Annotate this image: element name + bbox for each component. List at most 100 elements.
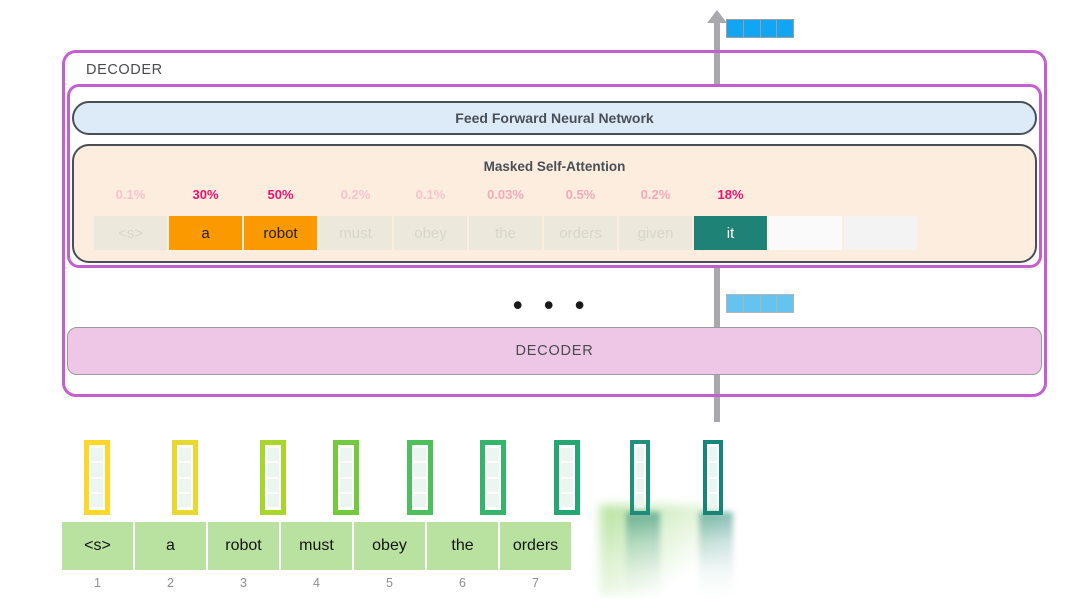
- attention-percentage: 0.1%: [115, 187, 146, 202]
- embedding-cell: [340, 448, 352, 462]
- decoder-outer-frame: [62, 50, 1047, 397]
- attention-token[interactable]: it: [694, 216, 767, 250]
- position-index: 4: [313, 576, 320, 590]
- masked-self-attention-label: Masked Self-Attention: [483, 159, 626, 174]
- embedding-cell: [561, 478, 573, 492]
- attention-token-empty: [844, 216, 917, 250]
- attention-percentage: 0.1%: [415, 187, 446, 202]
- embedding-cell: [709, 447, 717, 461]
- embedding-cell: [487, 463, 499, 477]
- embedding-vector: [260, 440, 286, 515]
- input-word[interactable]: a: [135, 522, 206, 570]
- input-word[interactable]: the: [427, 522, 498, 570]
- embedding-cell: [561, 448, 573, 462]
- attention-token[interactable]: the: [469, 216, 542, 250]
- attention-percentage: 50%: [267, 187, 294, 202]
- attention-token[interactable]: must: [319, 216, 392, 250]
- embedding-vector: [172, 440, 198, 515]
- embedding-cell: [414, 463, 426, 477]
- attention-token[interactable]: orders: [544, 216, 617, 250]
- input-word[interactable]: orders: [500, 522, 571, 570]
- embedding-cell: [340, 478, 352, 492]
- attention-token-empty: [769, 216, 842, 250]
- vector-cell: [727, 295, 743, 312]
- vector-cell: [760, 295, 777, 312]
- embedding-cell: [414, 478, 426, 492]
- vector-cell: [743, 20, 760, 37]
- embedding-cell: [267, 493, 279, 507]
- attention-token[interactable]: a: [169, 216, 242, 250]
- position-index: 3: [240, 576, 247, 590]
- embedding-cell: [267, 448, 279, 462]
- embedding-cell: [267, 463, 279, 477]
- embedding-cell: [340, 493, 352, 507]
- embedding-cell: [709, 494, 717, 508]
- vector-cell: [777, 20, 793, 37]
- attention-token[interactable]: given: [619, 216, 692, 250]
- output-vector-final: [726, 19, 794, 38]
- feed-forward-label: Feed Forward Neural Network: [455, 110, 654, 126]
- embedding-cell: [709, 478, 717, 493]
- token-glow-teal: [699, 512, 733, 596]
- embedding-vector: [703, 440, 723, 515]
- embedding-cell: [561, 493, 573, 507]
- attention-percentage: 0.5%: [565, 187, 596, 202]
- attention-token[interactable]: obey: [394, 216, 467, 250]
- embedding-cell: [561, 463, 573, 477]
- embedding-vector: [480, 440, 506, 515]
- embedding-cell: [709, 462, 717, 477]
- attention-token[interactable]: robot: [244, 216, 317, 250]
- embedding-cell: [179, 493, 191, 507]
- embedding-cell: [636, 494, 644, 508]
- input-word[interactable]: <s>: [62, 522, 133, 570]
- position-index: 6: [459, 576, 466, 590]
- embedding-cell: [414, 493, 426, 507]
- embedding-cell: [267, 478, 279, 492]
- embedding-vector: [630, 440, 650, 515]
- embedding-cell: [487, 448, 499, 462]
- output-vector-intermediate: [726, 294, 794, 313]
- embedding-cell: [91, 478, 103, 492]
- embedding-cell: [179, 448, 191, 462]
- attention-percentage: 18%: [717, 187, 744, 202]
- embedding-vector: [84, 440, 110, 515]
- embedding-cell: [636, 462, 644, 477]
- input-word-row: <s> a robot must obey the orders: [62, 522, 627, 570]
- token-glow-teal: [626, 512, 660, 596]
- embedding-cell: [487, 493, 499, 507]
- input-word[interactable]: obey: [354, 522, 425, 570]
- embedding-vector: [333, 440, 359, 515]
- vector-cell: [760, 20, 777, 37]
- attention-percentage: 0.2%: [340, 187, 371, 202]
- attention-percentage: 30%: [192, 187, 219, 202]
- position-index: 5: [386, 576, 393, 590]
- input-word[interactable]: robot: [208, 522, 279, 570]
- vector-cell: [727, 20, 743, 37]
- embedding-cell: [636, 447, 644, 461]
- decoder-outer-label: DECODER: [86, 62, 163, 78]
- decoder-lower-block: DECODER: [67, 327, 1042, 375]
- attention-percentage: 0.2%: [640, 187, 671, 202]
- stacked-layers-ellipsis: • • •: [513, 290, 592, 320]
- embedding-cell: [91, 448, 103, 462]
- position-index: 7: [532, 576, 539, 590]
- attention-percentage-row: 0.1% 30% 50% 0.2% 0.1% 0.03% 0.5% 0.2% 1…: [94, 187, 1019, 207]
- embedding-cell: [179, 463, 191, 477]
- position-index: 1: [94, 576, 101, 590]
- position-index: 2: [167, 576, 174, 590]
- embedding-cell: [91, 463, 103, 477]
- vector-cell: [777, 295, 793, 312]
- position-index-row: 1 2 3 4 5 6 7: [62, 576, 627, 594]
- embedding-cell: [636, 478, 644, 493]
- embedding-cell: [179, 478, 191, 492]
- embedding-vector: [407, 440, 433, 515]
- embedding-cell: [414, 448, 426, 462]
- input-word[interactable]: must: [281, 522, 352, 570]
- attention-percentage: 0.03%: [487, 187, 524, 202]
- embedding-cell: [487, 478, 499, 492]
- attention-token[interactable]: <s>: [94, 216, 167, 250]
- embedding-cell: [340, 463, 352, 477]
- decoder-lower-label: DECODER: [515, 343, 594, 359]
- vector-cell: [743, 295, 760, 312]
